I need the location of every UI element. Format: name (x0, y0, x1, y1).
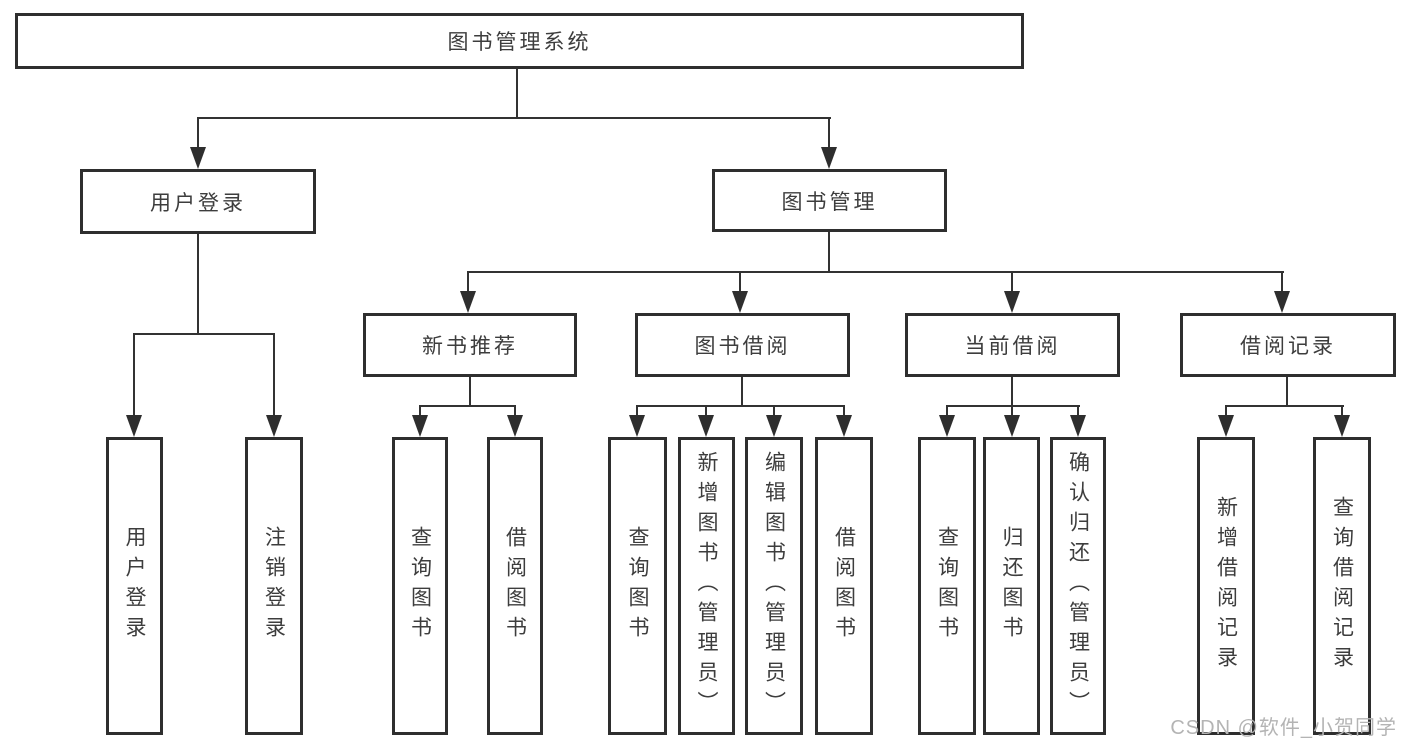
node-new-book-recommend: 新书推荐 (363, 313, 577, 377)
leaf-borrow-query-books: 查询图书 (608, 437, 667, 735)
connector-line (1341, 405, 1343, 418)
connector-line (469, 377, 471, 406)
arrow-down-icon (1334, 415, 1350, 437)
leaf-recommend-borrow-books: 借阅图书 (487, 437, 543, 735)
node-user-login: 用户登录 (80, 169, 316, 234)
connector-line (1281, 271, 1283, 295)
connector-line (1077, 405, 1079, 418)
arrow-down-icon (507, 415, 523, 437)
leaf-borrow-borrow-books: 借阅图书 (815, 437, 873, 735)
connector-line (946, 405, 948, 418)
arrow-down-icon (939, 415, 955, 437)
connector-line (419, 405, 516, 407)
arrow-down-icon (126, 415, 142, 437)
connector-line (828, 232, 830, 273)
arrow-down-icon (190, 147, 206, 169)
connector-line (197, 117, 199, 150)
connector-line (467, 271, 1284, 273)
connector-line (1011, 377, 1013, 406)
node-root: 图书管理系统 (15, 13, 1024, 69)
leaf-records-query-record: 查询借阅记录 (1313, 437, 1371, 735)
arrow-down-icon (1004, 415, 1020, 437)
arrow-down-icon (821, 147, 837, 169)
leaf-user-login: 用户登录 (106, 437, 163, 735)
leaf-records-add-record: 新增借阅记录 (1197, 437, 1255, 735)
connector-line (419, 405, 421, 418)
arrow-down-icon (1274, 291, 1290, 313)
watermark: CSDN @软件_小贺同学 (1170, 717, 1397, 739)
leaf-logout: 注销登录 (245, 437, 303, 735)
connector-line (946, 405, 1080, 407)
leaf-borrow-add-books-admin: 新增图书（管理员） (678, 437, 735, 735)
node-book-borrow: 图书借阅 (635, 313, 850, 377)
connector-line (197, 117, 831, 119)
arrow-down-icon (1218, 415, 1234, 437)
connector-line (1286, 377, 1288, 406)
arrow-down-icon (1004, 291, 1020, 313)
arrow-down-icon (732, 291, 748, 313)
connector-line (636, 405, 638, 418)
leaf-borrow-edit-books-admin: 编辑图书（管理员） (745, 437, 803, 735)
connector-line (828, 117, 830, 150)
connector-line (739, 271, 741, 295)
connector-line (133, 333, 275, 335)
connector-line (773, 405, 775, 418)
leaf-current-query-books: 查询图书 (918, 437, 976, 735)
connector-line (1011, 271, 1013, 295)
connector-line (1011, 405, 1013, 418)
leaf-current-confirm-return-admin: 确认归还（管理员） (1050, 437, 1106, 735)
node-borrow-records: 借阅记录 (1180, 313, 1396, 377)
connector-line (843, 405, 845, 418)
arrow-down-icon (1070, 415, 1086, 437)
arrow-down-icon (836, 415, 852, 437)
connector-line (1225, 405, 1227, 418)
connector-line (741, 377, 743, 406)
arrow-down-icon (460, 291, 476, 313)
leaf-recommend-query-books: 查询图书 (392, 437, 448, 735)
connector-line (197, 234, 199, 334)
node-current-borrow: 当前借阅 (905, 313, 1120, 377)
connector-line (1225, 405, 1344, 407)
connector-line (273, 333, 275, 417)
connector-line (133, 333, 135, 417)
connector-line (516, 69, 518, 118)
arrow-down-icon (766, 415, 782, 437)
connector-line (467, 271, 469, 295)
arrow-down-icon (266, 415, 282, 437)
arrow-down-icon (698, 415, 714, 437)
connector-line (514, 405, 516, 418)
arrow-down-icon (412, 415, 428, 437)
node-book-management: 图书管理 (712, 169, 947, 232)
leaf-current-return-books: 归还图书 (983, 437, 1040, 735)
connector-line (636, 405, 845, 407)
connector-line (705, 405, 707, 418)
arrow-down-icon (629, 415, 645, 437)
